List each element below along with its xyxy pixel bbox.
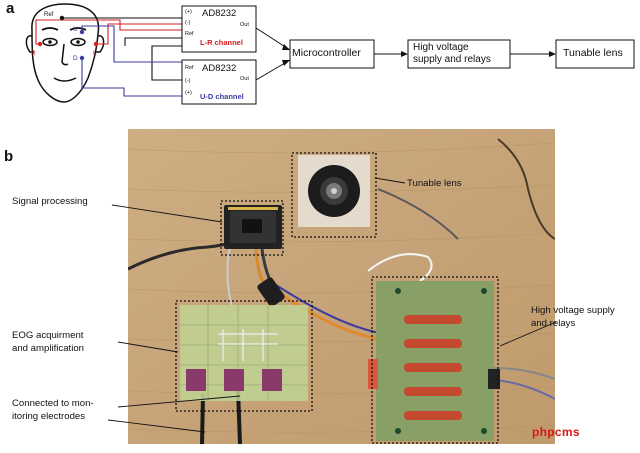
callout-hv-1: High voltage supply [531,305,615,316]
electrode-ref-label: Ref [44,12,54,18]
watermark: phpcms [532,425,580,439]
signal-processing-highlight [220,200,284,256]
amp-lr-channel: L-R channel [200,38,243,47]
callout-electrodes-2: itoring electrodes [12,411,86,422]
tunable-lens-highlight [291,152,377,238]
panel-b-letter: b [4,148,14,165]
hv-supply-label-2: supply and relays [413,54,491,65]
amp-ud-minus: (-) [185,78,191,84]
callout-tunable-lens: Tunable lens [407,178,462,189]
hardware-photo [128,129,555,444]
callout-electrodes-1: Connected to mon- [12,398,94,409]
callout-eog-2: and amplification [12,343,84,354]
amp-ud-channel: U-D channel [200,92,244,101]
electrode-ref [59,15,65,21]
electrode-up [79,29,85,35]
electrode-down [79,55,85,61]
amp-lr-out: Out [240,22,249,28]
amp-lr-minus: (-) [185,20,191,26]
amp-lr-name: AD8232 [202,8,237,19]
eog-board-highlight [175,300,313,412]
electrode-down-label: D [73,55,78,62]
electrode-up-label: U [73,26,78,33]
amp-ud-box [181,59,257,105]
panel-a-diagram [25,3,635,105]
callout-eog-1: EOG acquirment [12,330,84,341]
hv-supply-label-1: High voltage [413,42,469,53]
hardware-photo-illustration [128,129,555,444]
callout-hv-2: and relays [531,318,576,329]
electrode-right [37,41,43,47]
amp-lr-box [181,5,257,53]
amp-ud-out: Out [240,76,249,82]
amp-lr-plus: (+) [185,9,192,15]
panel-a-letter: a [6,0,15,17]
tunable-lens-label: Tunable lens [563,47,623,59]
amp-ud-ref: Ref [185,65,194,71]
electrode-left [93,41,99,47]
amp-lr-ref: Ref [185,31,194,37]
amp-ud-name: AD8232 [202,63,237,74]
hv-supply-box [407,39,511,69]
callout-signal-processing: Signal processing [12,196,88,207]
microcontroller-label: Microcontroller [292,47,361,59]
microcontroller-box [289,39,375,69]
electrode-left-label: L [93,50,97,57]
amp-ud-plus: (+) [185,90,192,96]
hv-board-highlight [371,276,499,444]
face-illustration [25,3,105,103]
electrode-right-label: R [31,50,36,57]
